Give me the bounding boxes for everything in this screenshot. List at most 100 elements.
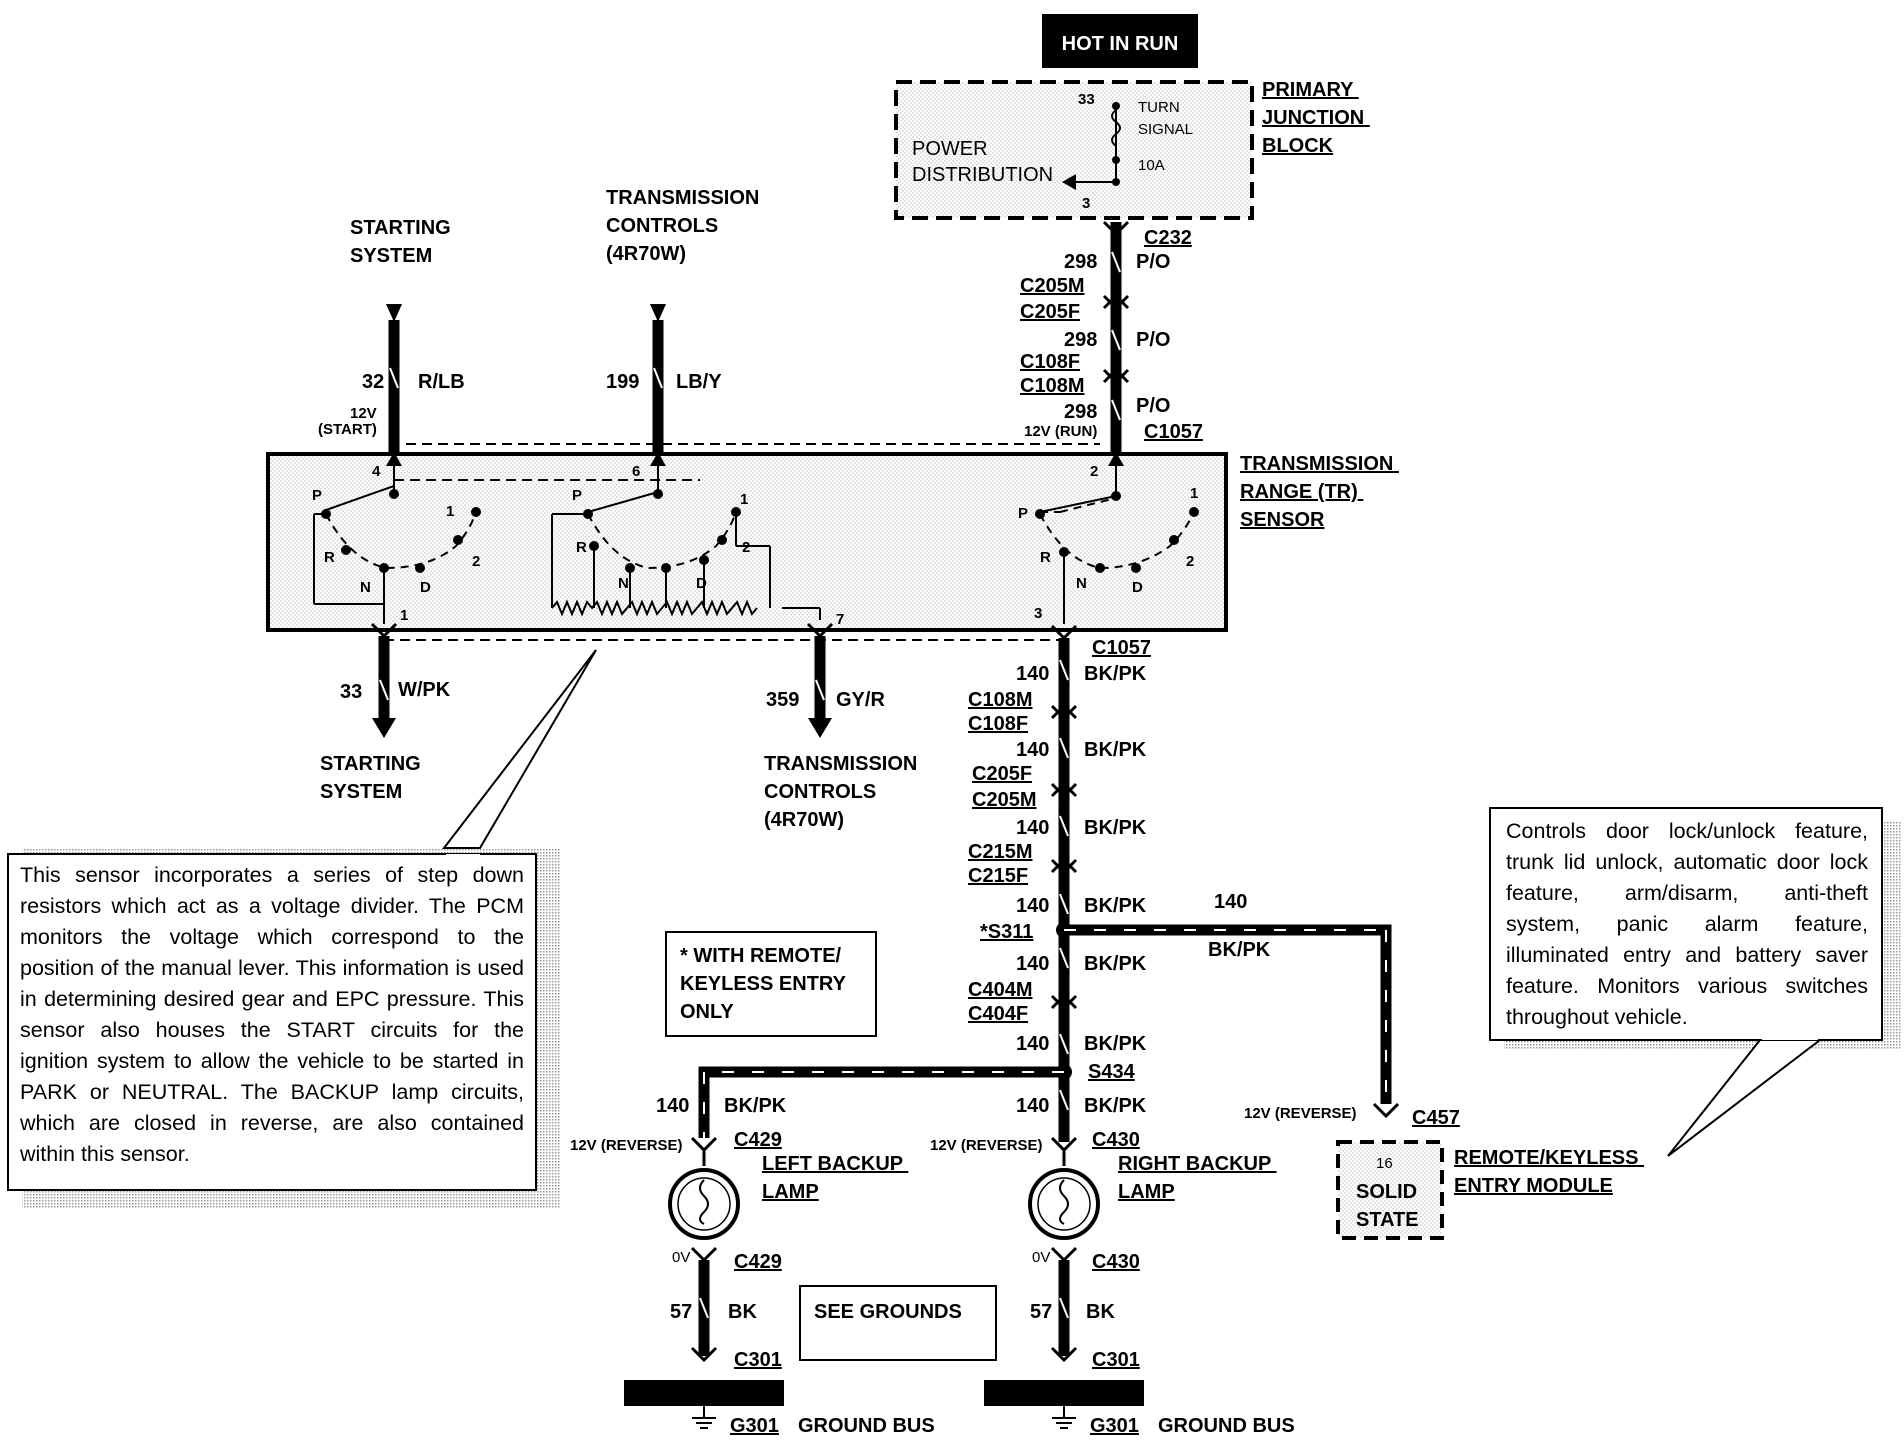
output-arrow-icon [372, 718, 396, 738]
svg-text:SOLID: SOLID [1356, 1181, 1417, 1203]
svg-text:C108F: C108F [1020, 351, 1080, 373]
svg-text:C1057: C1057 [1144, 421, 1203, 443]
svg-text:33: 33 [340, 681, 362, 703]
svg-text:12V (RUN): 12V (RUN) [1024, 423, 1097, 440]
svg-text:C429: C429 [734, 1129, 782, 1151]
svg-text:298: 298 [1064, 329, 1097, 351]
svg-text:N: N [360, 579, 371, 596]
tr-sensor-title: TRANSMISSION RANGE (TR) SENSOR [1240, 453, 1399, 531]
svg-text:57: 57 [1030, 1301, 1052, 1323]
svg-text:10A: 10A [1138, 157, 1165, 174]
see-grounds-box [799, 1285, 997, 1361]
power-distribution-label: POWER DISTRIBUTION [912, 138, 1053, 186]
svg-text:R: R [324, 549, 335, 566]
svg-text:TURN: TURN [1138, 99, 1180, 116]
svg-text:BK/PK: BK/PK [1208, 939, 1271, 961]
svg-text:1: 1 [446, 503, 454, 520]
svg-text:C429: C429 [734, 1251, 782, 1273]
resistor-switch [551, 466, 821, 620]
svg-text:140: 140 [656, 1095, 689, 1117]
svg-text:7: 7 [836, 611, 844, 628]
ground-icon [1052, 1417, 1076, 1429]
svg-text:12V (REVERSE): 12V (REVERSE) [930, 1137, 1043, 1154]
left-backup-lamp-icon [668, 1168, 740, 1240]
svg-text:BK/PK: BK/PK [1084, 817, 1147, 839]
right-ground-bus-bar [984, 1380, 1144, 1406]
svg-text:P: P [312, 487, 322, 504]
svg-text:57: 57 [670, 1301, 692, 1323]
junction-block [894, 80, 1254, 220]
svg-text:BK/PK: BK/PK [1084, 1033, 1147, 1055]
svg-text:C205M: C205M [1020, 275, 1084, 297]
svg-text:32: 32 [362, 371, 384, 393]
svg-text:GROUND BUS: GROUND BUS [1158, 1415, 1295, 1437]
svg-text:C205M: C205M [972, 789, 1036, 811]
left-lamp-label: LEFT BACKUP LAMP [762, 1153, 908, 1203]
svg-text:D: D [696, 575, 707, 592]
svg-text:3: 3 [1034, 605, 1042, 622]
right-lamp-label: RIGHT BACKUP LAMP [1118, 1153, 1277, 1203]
svg-text:140: 140 [1214, 891, 1247, 913]
distribution-arrow-icon [1062, 174, 1076, 190]
svg-text:C205F: C205F [1020, 301, 1080, 323]
svg-text:4: 4 [372, 463, 381, 480]
svg-text:C1057: C1057 [1092, 637, 1151, 659]
svg-text:140: 140 [1016, 739, 1049, 761]
svg-text:C430: C430 [1092, 1251, 1140, 1273]
svg-text:C232: C232 [1144, 227, 1192, 249]
svg-text:C301: C301 [734, 1349, 782, 1371]
svg-text:BK: BK [728, 1301, 757, 1323]
svg-text:C215M: C215M [968, 841, 1032, 863]
svg-text:C108M: C108M [1020, 375, 1084, 397]
svg-text:N: N [618, 575, 629, 592]
svg-text:N: N [1076, 575, 1087, 592]
svg-text:6: 6 [632, 463, 640, 480]
svg-text:0V: 0V [672, 1249, 690, 1266]
svg-text:1: 1 [400, 607, 408, 624]
svg-text:G301: G301 [1090, 1415, 1139, 1437]
trans-controls-input-label: TRANSMISSION CONTROLS (4R70W) [606, 187, 765, 265]
svg-text:(START): (START) [318, 421, 377, 438]
svg-text:298: 298 [1064, 401, 1097, 423]
svg-text:16: 16 [1376, 1155, 1393, 1172]
svg-text:140: 140 [1016, 1033, 1049, 1055]
svg-text:1: 1 [740, 491, 748, 508]
svg-text:P/O: P/O [1136, 395, 1170, 417]
starting-system-input-label: STARTING SYSTEM [350, 217, 456, 267]
svg-text:*S311: *S311 [980, 921, 1033, 943]
hot-in-run-label: HOT IN RUN [1062, 33, 1179, 55]
input-arrow-icon [386, 304, 402, 322]
svg-text:3: 3 [1082, 195, 1090, 212]
module-note-text: Controls door lock/unlock feature, trunk… [1506, 819, 1868, 1029]
svg-text:140: 140 [1016, 895, 1049, 917]
svg-text:G301: G301 [730, 1415, 779, 1437]
svg-text:STATE: STATE [1356, 1209, 1419, 1231]
svg-text:199: 199 [606, 371, 639, 393]
svg-text:359: 359 [766, 689, 799, 711]
svg-text:1: 1 [1190, 485, 1198, 502]
module-note-box [1489, 807, 1883, 1041]
svg-text:BK/PK: BK/PK [1084, 739, 1147, 761]
sensor-note-text: This sensor incorporates a series of ste… [20, 863, 524, 1166]
svg-text:W/PK: W/PK [398, 679, 451, 701]
input-arrow-icon [650, 304, 666, 322]
svg-text:R: R [576, 539, 587, 556]
svg-text:298: 298 [1064, 251, 1097, 273]
svg-text:12V (REVERSE): 12V (REVERSE) [570, 1137, 683, 1154]
remote-keyless-module [1336, 1140, 1444, 1240]
remote-note-text: * WITH REMOTE/ KEYLESS ENTRY ONLY [680, 945, 851, 1023]
see-grounds-label: SEE GROUNDS [814, 1301, 962, 1323]
starting-system-output-label: STARTING SYSTEM [320, 753, 426, 803]
svg-text:R: R [1040, 549, 1051, 566]
svg-text:C404F: C404F [968, 1003, 1028, 1025]
svg-text:C301: C301 [1092, 1349, 1140, 1371]
svg-text:C215F: C215F [968, 865, 1028, 887]
right-backup-lamp-icon [1028, 1168, 1100, 1240]
svg-text:C205F: C205F [972, 763, 1032, 785]
left-ground-bus-bar [624, 1380, 784, 1406]
svg-text:140: 140 [1016, 1095, 1049, 1117]
ground-icon [692, 1417, 716, 1429]
svg-text:GY/R: GY/R [836, 689, 885, 711]
output-arrow-icon [808, 718, 832, 738]
